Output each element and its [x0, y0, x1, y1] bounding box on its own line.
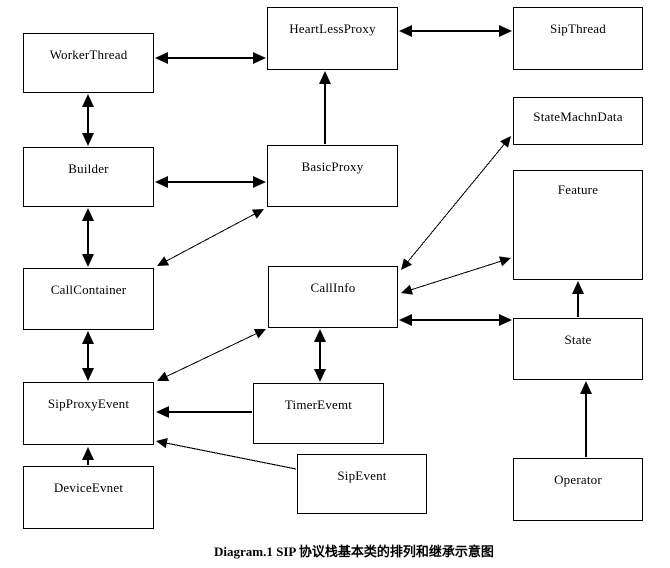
node-feature[interactable]: Feature: [513, 170, 643, 280]
node-sipthread[interactable]: SipThread: [513, 7, 643, 70]
node-workerthread[interactable]: WorkerThread: [23, 33, 154, 93]
edge-callcontainer-basicproxy: [157, 209, 264, 266]
node-callcontainer[interactable]: CallContainer: [23, 268, 154, 330]
node-label: WorkerThread: [49, 47, 128, 62]
node-label: HeartLessProxy: [289, 21, 376, 36]
edge-callinfo-timerevemt: [314, 329, 326, 382]
edge-basicproxy-heartlessproxy: [319, 71, 331, 144]
arrowhead: [498, 256, 511, 267]
diagram-caption: Diagram.1 SIP 协议栈基本类的排列和继承示意图: [214, 544, 494, 559]
edge-builder-basicproxy: [155, 176, 266, 188]
arrowhead: [156, 438, 168, 449]
arrowhead: [499, 25, 512, 37]
edge-workerthread-heartlessproxy: [155, 52, 266, 64]
edge-callcontainer-sipproxyevent: [82, 331, 94, 381]
arrowhead: [157, 256, 170, 266]
node-label: Builder: [68, 161, 109, 176]
arrowhead: [401, 284, 414, 295]
arrowhead: [319, 71, 331, 84]
arrowhead: [500, 136, 511, 148]
arrowhead: [82, 94, 94, 107]
node-label: SipEvent: [337, 468, 387, 483]
arrowhead: [314, 369, 326, 382]
arrowhead: [82, 208, 94, 221]
arrowhead: [251, 209, 264, 219]
edge-sipproxyevent-callinfo: [157, 329, 266, 381]
node-label: TimerEvemt: [284, 397, 353, 412]
arrowhead: [314, 329, 326, 342]
node-basicproxy[interactable]: BasicProxy: [267, 145, 398, 207]
arrowhead: [156, 406, 169, 418]
edge-line: [164, 442, 297, 470]
node-label: State: [564, 332, 592, 347]
arrowhead: [155, 52, 168, 64]
arrowhead: [155, 176, 168, 188]
edge-heartlessproxy-sipthread: [399, 25, 512, 37]
node-sipevent[interactable]: SipEvent: [297, 454, 427, 514]
node-label: CallContainer: [50, 282, 127, 297]
node-sipproxyevent[interactable]: SipProxyEvent: [23, 382, 154, 445]
edge-line: [409, 260, 503, 291]
edge-deviceevnet-sipproxyevent: [82, 447, 94, 465]
node-deviceevnet[interactable]: DeviceEvnet: [23, 466, 154, 529]
arrowhead: [82, 331, 94, 344]
arrowhead: [82, 368, 94, 381]
node-builder[interactable]: Builder: [23, 147, 154, 207]
node-label: Operator: [554, 472, 602, 487]
arrowhead: [157, 371, 170, 381]
node-label: BasicProxy: [301, 159, 364, 174]
node-label: Feature: [557, 182, 599, 197]
node-label: StateMachnData: [533, 109, 623, 124]
arrowhead: [580, 381, 592, 394]
arrowhead: [572, 281, 584, 294]
arrowhead: [253, 52, 266, 64]
arrowhead: [82, 254, 94, 267]
node-callinfo[interactable]: CallInfo: [268, 266, 398, 328]
arrowhead: [253, 176, 266, 188]
node-operator[interactable]: Operator: [513, 458, 643, 521]
edge-workerthread-builder: [82, 94, 94, 146]
edge-callinfo-statemachndata: [401, 136, 511, 270]
node-timerevemt[interactable]: TimerEvemt: [253, 383, 384, 444]
arrowhead: [399, 314, 412, 326]
edge-state-feature: [572, 281, 584, 317]
edge-callinfo-feature: [401, 256, 511, 295]
arrowhead: [82, 447, 94, 460]
edge-line: [406, 142, 506, 264]
edge-line: [164, 212, 257, 263]
arrowhead: [82, 133, 94, 146]
node-label: CallInfo: [310, 280, 356, 295]
arrowhead: [253, 329, 266, 339]
arrowhead: [499, 314, 512, 326]
node-label: SipThread: [550, 21, 606, 36]
edge-operator-state: [580, 381, 592, 457]
edge-callinfo-state: [399, 314, 512, 326]
node-statemachndata[interactable]: StateMachnData: [513, 97, 643, 145]
node-heartlessproxy[interactable]: HeartLessProxy: [267, 7, 398, 70]
arrowhead: [399, 25, 412, 37]
edge-builder-callcontainer: [82, 208, 94, 267]
node-state[interactable]: State: [513, 318, 643, 380]
edge-timerevemt-sipproxyevent: [156, 406, 252, 418]
arrowhead: [401, 258, 412, 270]
node-label: SipProxyEvent: [47, 396, 130, 411]
edge-line: [164, 332, 259, 378]
node-label: DeviceEvnet: [53, 480, 124, 495]
